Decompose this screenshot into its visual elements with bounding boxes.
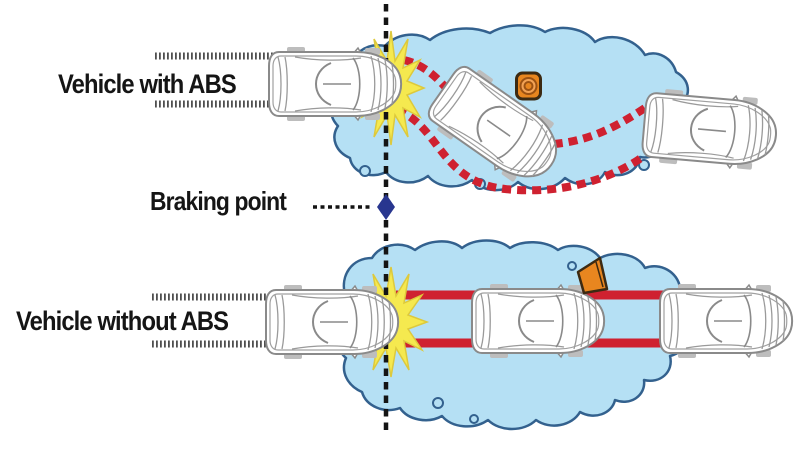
label-vehicle-without-abs: Vehicle without ABS <box>16 306 229 336</box>
car-noabs-impact <box>659 283 794 359</box>
braking-point-diamond-icon <box>377 194 395 220</box>
car-abs-avoided <box>640 86 781 174</box>
manhole-cover-icon <box>515 71 542 101</box>
label-braking-point: Braking point <box>150 186 287 216</box>
abs-skid-mark <box>395 106 647 195</box>
ice-droplet <box>359 165 371 177</box>
traffic-cone-icon <box>576 256 609 295</box>
ice-droplet <box>567 261 577 271</box>
ice-droplet <box>432 397 444 409</box>
car-noabs-sliding <box>471 283 606 359</box>
ice-droplet <box>469 414 479 424</box>
car-noabs-braking <box>265 284 400 360</box>
car-abs-braking <box>268 46 403 122</box>
label-vehicle-with-abs: Vehicle with ABS <box>58 69 237 99</box>
